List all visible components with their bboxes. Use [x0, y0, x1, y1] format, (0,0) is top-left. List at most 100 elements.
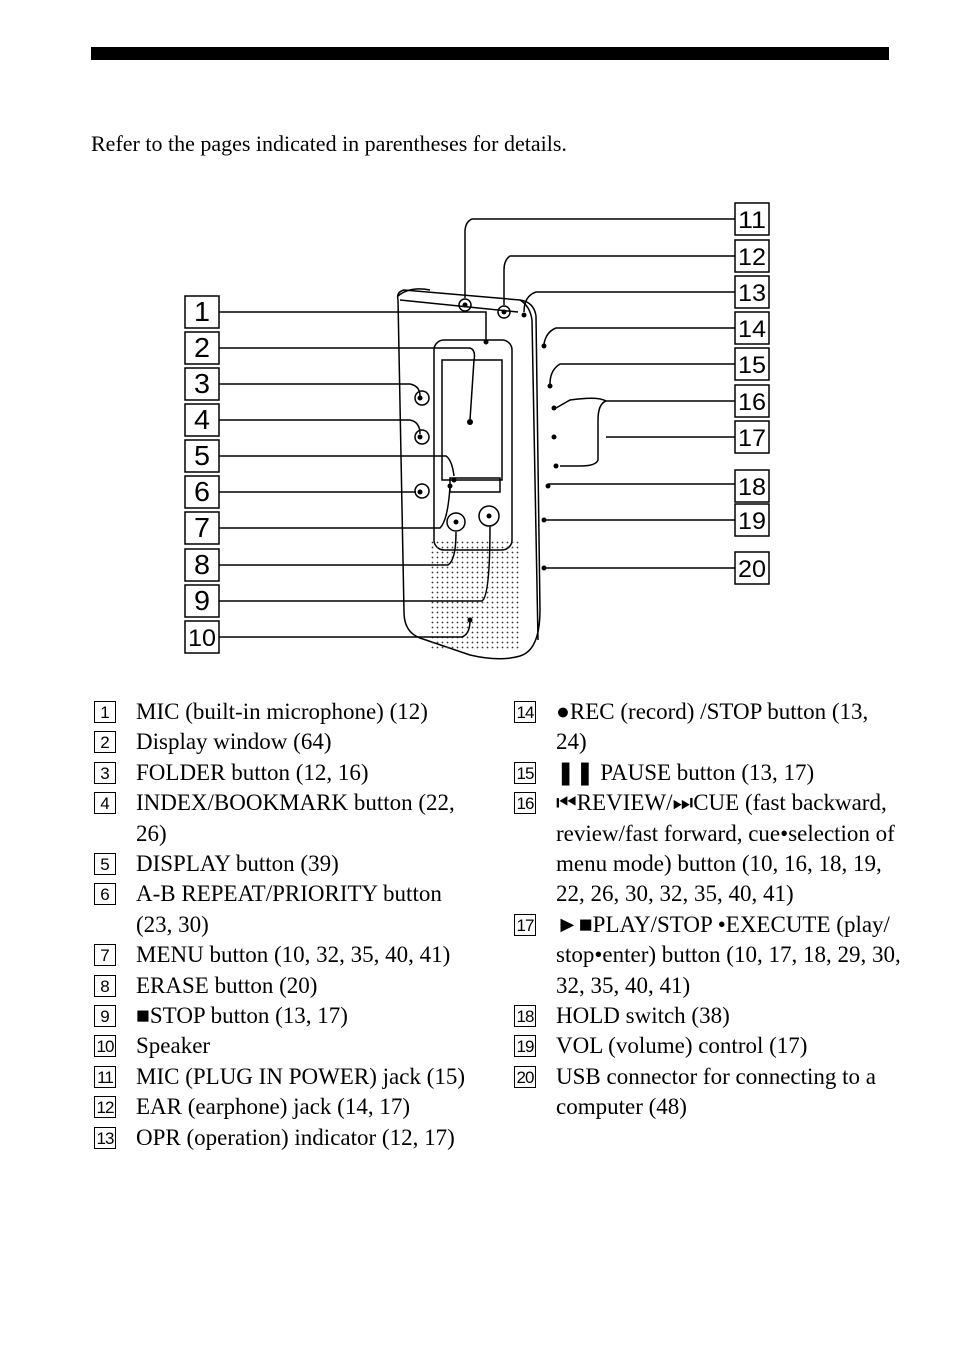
legend-text-8: ERASE button (20) — [136, 972, 318, 998]
callout-label-10: 10 — [188, 625, 216, 652]
legend-number-11: 11 — [94, 1065, 116, 1088]
legend-item-13: 13 OPR (operation) indicator (12, 17) — [94, 1123, 474, 1153]
legend-number-20: 20 — [514, 1065, 536, 1088]
mic-jack-shape — [458, 298, 472, 312]
callout-label-11: 11 — [738, 207, 766, 234]
legend-number-12: 12 — [94, 1096, 116, 1119]
legend-item-20: 20 USB connector for connecting to a comp… — [514, 1062, 904, 1123]
display-window-screen — [441, 359, 503, 481]
callout-label-13: 13 — [738, 280, 766, 307]
callout-label-15: 15 — [738, 352, 766, 379]
legend-text-2: Display window (64) — [136, 729, 332, 755]
legend-number-8: 8 — [94, 974, 116, 997]
callout-box-6 — [184, 475, 220, 509]
callout-box-19 — [734, 503, 770, 537]
intro-text: Refer to the pages indicated in parenthe… — [91, 131, 567, 156]
legend-number-18: 18 — [514, 1005, 536, 1028]
legend-number-2: 2 — [94, 731, 116, 754]
legend-item-2: 2 Display window (64) — [94, 727, 474, 757]
callout-box-5 — [184, 439, 220, 473]
legend-item-10: 10 Speaker — [94, 1031, 474, 1061]
legend-text-4: INDEX/BOOKMARK button (22, 26) — [136, 790, 455, 846]
clip-shape — [397, 288, 431, 297]
callout-box-16 — [734, 384, 770, 418]
device-side-edge — [519, 299, 539, 641]
stop-button-shape — [478, 505, 500, 527]
callout-box-3 — [184, 367, 220, 401]
speaker-grille — [430, 540, 520, 650]
callout-label-1: 1 — [194, 296, 210, 327]
legend-text-6: A-B REPEAT/PRIORITY button (23, 30) — [136, 881, 442, 937]
legend-number-9: 9 — [94, 1005, 116, 1028]
legend-number-15: 15 — [514, 761, 536, 784]
legend-item-12: 12 EAR (earphone) jack (14, 17) — [94, 1092, 474, 1122]
callout-box-20 — [734, 551, 770, 585]
index-button-shape — [414, 429, 430, 445]
legend-number-10: 10 — [94, 1035, 116, 1058]
legend-text-3: FOLDER button (12, 16) — [136, 759, 369, 785]
callout-label-3: 3 — [194, 368, 210, 399]
legend-item-14: 14 ●REC (record) /STOP button (13, 24) — [514, 697, 904, 758]
callout-label-7: 7 — [194, 512, 210, 543]
callout-box-14 — [734, 311, 770, 345]
callout-box-2 — [184, 331, 220, 365]
legend-number-7: 7 — [94, 944, 116, 967]
legend-text-16: ⏮REVIEW/⏭CUE (fast backward, review/fast… — [556, 790, 895, 907]
legend-item-9: 9■STOP button (13, 17) — [94, 1001, 474, 1031]
legend-number-13: 13 — [94, 1126, 116, 1149]
legend-text-13: OPR (operation) indicator (12, 17) — [136, 1124, 455, 1150]
legend-number-1: 1 — [94, 701, 116, 723]
legend-number-19: 19 — [514, 1035, 536, 1058]
legend-column-right: 14 ●REC (record) /STOP button (13, 24) 15 ❚… — [514, 697, 904, 1123]
callout-label-17: 17 — [738, 425, 766, 452]
legend-number-6: 6 — [94, 883, 116, 906]
legend-number-14: 14 — [514, 701, 536, 723]
legend-item-1: 1 MIC (built-in microphone) (12) — [94, 697, 474, 727]
callout-label-5: 5 — [194, 440, 210, 471]
callout-label-6: 6 — [194, 476, 210, 507]
legend-text-10: Speaker — [136, 1033, 211, 1059]
top-rule — [91, 47, 889, 60]
callout-label-8: 8 — [194, 549, 210, 580]
folder-button-shape — [414, 390, 430, 406]
legend-text-18: HOLD switch (38) — [556, 1003, 730, 1029]
callout-label-14: 14 — [738, 316, 766, 343]
callout-box-8 — [184, 548, 220, 582]
legend-item-8: 8 ERASE button (20) — [94, 971, 474, 1001]
callout-label-16: 16 — [738, 389, 766, 416]
callout-box-15 — [734, 347, 770, 381]
legend-number-5: 5 — [94, 853, 116, 876]
callout-box-17 — [734, 420, 770, 454]
legend-text-20: USB connector for connecting to a comput… — [556, 1063, 876, 1120]
callout-box-11 — [734, 202, 770, 236]
legend-text-7: MENU button (10, 32, 35, 40, 41) — [136, 942, 451, 968]
ear-jack-shape — [497, 305, 511, 319]
callout-label-4: 4 — [194, 404, 210, 435]
callout-box-4 — [184, 403, 220, 437]
callout-box-10 — [184, 620, 220, 654]
callout-label-20: 20 — [738, 556, 766, 583]
callout-box-13 — [734, 275, 770, 309]
legend-text-14: ●REC (record) /STOP button (13, 24) — [556, 699, 869, 755]
legend-item-3: 3 FOLDER button (12, 16) — [94, 758, 474, 788]
legend-number-3: 3 — [94, 761, 116, 784]
legend-item-16: 16 ⏮REVIEW/⏭CUE (fast backward, review/fa… — [514, 788, 904, 910]
callout-label-19: 19 — [738, 508, 766, 535]
legend-text-1: MIC (built-in microphone) (12) — [136, 699, 428, 724]
legend-text-15: ❚❚ PAUSE button (13, 17) — [556, 759, 815, 785]
legend-number-16: 16 — [514, 792, 536, 815]
callout-box-9 — [184, 584, 220, 618]
legend-item-7: 7 MENU button (10, 32, 35, 40, 41) — [94, 940, 474, 970]
legend-item-15: 15 ❚❚ PAUSE button (13, 17) — [514, 758, 904, 788]
legend-text-12: EAR (earphone) jack (14, 17) — [136, 1094, 410, 1120]
legend-number-17: 17 — [514, 913, 536, 936]
legend-column-left: 1 MIC (built-in microphone) (12) 2 Display … — [94, 697, 474, 1153]
callout-box-12 — [734, 239, 770, 273]
erase-button-shape — [446, 512, 466, 532]
legend-text-19: VOL (volume) control (17) — [556, 1033, 808, 1059]
legend-text-17: ►■PLAY/STOP •EXECUTE (play/ stop•enter) … — [556, 911, 901, 998]
